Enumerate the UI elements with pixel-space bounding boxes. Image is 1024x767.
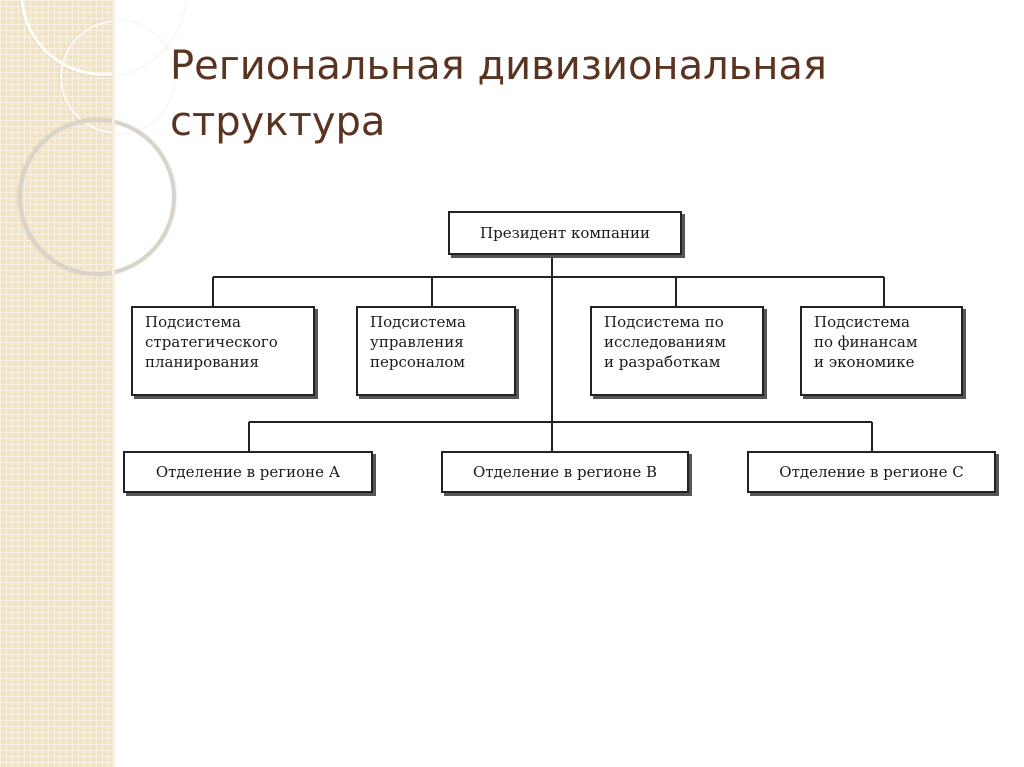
subsystem-3-line-2: исследованиям — [604, 333, 726, 351]
division-c-label: Отделение в регионе С — [779, 463, 964, 481]
subsystem-2-line-2: управления — [370, 333, 464, 351]
decorative-ring — [18, 118, 176, 276]
division-a-label: Отделение в регионе А — [155, 463, 341, 481]
subsystem-3-line-3: и разработкам — [604, 353, 721, 371]
subsystem-1-line-2: стратегического — [145, 333, 278, 351]
division-box-region-c: Отделение в регионе С — [747, 451, 996, 493]
president-label: Президент компании — [480, 224, 650, 242]
subsystem-4-line-1: Подсистема — [814, 313, 910, 331]
subsystem-2-line-1: Подсистема — [370, 313, 466, 331]
subsystem-4-line-3: и экономике — [814, 353, 915, 371]
subsystem-2-line-3: персоналом — [370, 353, 466, 371]
decorative-side-strip — [0, 0, 186, 767]
subsystem-3-line-1: Подсистема по — [604, 313, 724, 331]
president-box: Президент компании — [448, 211, 682, 255]
division-box-region-b: Отделение в регионе В — [441, 451, 689, 493]
subsystem-1-line-1: Подсистема — [145, 313, 241, 331]
strip-edge — [112, 0, 115, 767]
subsystem-box-personnel: Подсистема управления персоналом — [356, 306, 516, 396]
slide-title: Региональная дивизиональная структура — [170, 38, 970, 150]
subsystem-box-research: Подсистема по исследованиям и разработка… — [590, 306, 764, 396]
subsystem-4-line-2: по финансам — [814, 333, 918, 351]
subsystem-box-strategic: Подсистема стратегического планирования — [131, 306, 315, 396]
subsystem-box-finance: Подсистема по финансам и экономике — [800, 306, 963, 396]
slide-title-line-2: структура — [170, 99, 386, 145]
division-b-label: Отделение в регионе В — [473, 463, 657, 481]
division-box-region-a: Отделение в регионе А — [123, 451, 373, 493]
subsystem-1-line-3: планирования — [145, 353, 259, 371]
slide-title-line-1: Региональная дивизиональная — [170, 43, 827, 89]
